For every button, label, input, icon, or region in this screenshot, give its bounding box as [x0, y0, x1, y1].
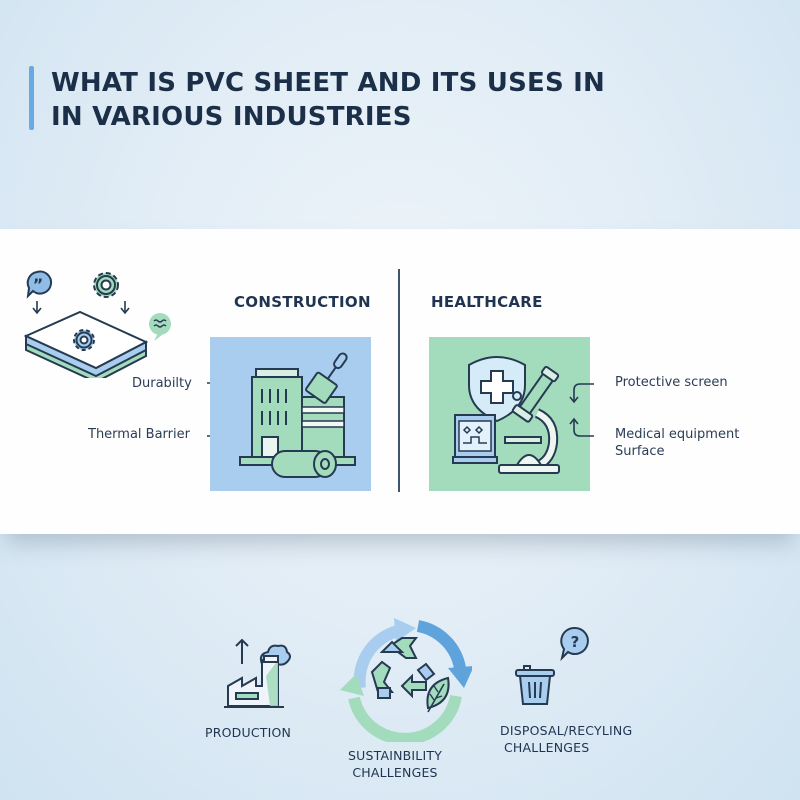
title-line-2: IN VARIOUS INDUSTRIES [51, 102, 412, 132]
section-divider [398, 269, 400, 492]
title-line-1: WHAT IS PVC SHEET AND ITS USES IN [51, 68, 605, 98]
property-durability: Durabilty [132, 376, 192, 391]
recycle-leaf-icon [332, 612, 472, 742]
section-title-healthcare: HEALTHCARE [431, 293, 543, 311]
quote-bubble-icon: ” [26, 270, 53, 299]
label-sustainability: SUSTAINBILITY CHALLENGES [347, 748, 443, 780]
construction-panel [210, 337, 371, 491]
svg-text:?: ? [571, 633, 580, 651]
svg-text:”: ” [33, 275, 44, 294]
use-protective-screen: Protective screen [615, 375, 728, 390]
wave-bubble-icon [149, 313, 171, 341]
property-thermal-barrier: Thermal Barrier [88, 427, 190, 442]
healthcare-panel [429, 337, 590, 491]
label-disposal: DISPOSAL/RECYLING CHALLENGES [500, 723, 633, 755]
use-medical-equipment: Medical equipment [615, 427, 740, 442]
factory-icon [222, 636, 302, 716]
pvc-sheet-illustration: ” [18, 268, 178, 378]
industries-card [0, 229, 800, 534]
section-title-construction: CONSTRUCTION [234, 293, 371, 311]
building-trowel-roll-icon [239, 352, 356, 478]
layered-sheet-icon [23, 310, 149, 378]
page-title: WHAT IS PVC SHEET AND ITS USES IN IN VAR… [51, 66, 605, 134]
use-surface: Surface [615, 444, 665, 459]
shield-microscope-icon [452, 355, 560, 474]
arrow-left-up-icon [566, 416, 596, 442]
title-accent-bar [29, 66, 34, 130]
gear-icon [93, 272, 119, 298]
trash-question-icon: ? [512, 622, 602, 707]
arrow-left-down-icon [566, 381, 596, 407]
label-production: PRODUCTION [205, 725, 292, 740]
